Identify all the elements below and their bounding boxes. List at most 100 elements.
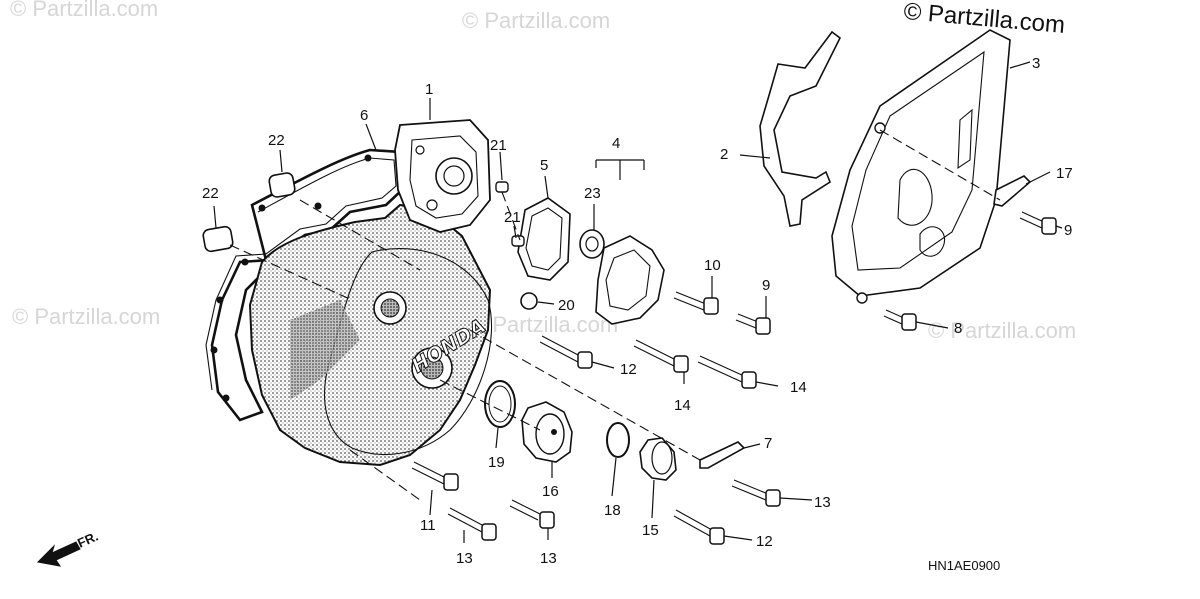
- callout-21-mid: 21: [504, 209, 521, 226]
- callout-2: 2: [720, 146, 728, 163]
- callout-21-top: 21: [490, 137, 507, 154]
- watermark: © Partzilla.com: [10, 0, 159, 21]
- callout-23: 23: [584, 185, 601, 202]
- cover-bracket-bolt: [415, 145, 425, 155]
- bolt-14-head: [741, 371, 757, 389]
- cover-port-upper-inner: [380, 298, 400, 318]
- watermark: © Partzilla.com: [12, 304, 161, 329]
- bolt-14: [633, 339, 677, 367]
- bolt-12: [539, 335, 581, 363]
- o-ring-19: [484, 380, 516, 428]
- bolt-8-head: [901, 313, 917, 331]
- dowel-pin-22: [202, 225, 234, 253]
- bolt-8: [883, 309, 905, 325]
- callout-15: 15: [642, 522, 659, 539]
- callout-14-left: 14: [674, 397, 691, 414]
- bolt-13: [731, 479, 769, 501]
- bolt-9-head: [1041, 217, 1057, 235]
- bolt-13: [509, 499, 541, 521]
- cover-bracket-hole: [435, 157, 473, 195]
- callout-13-left: 13: [456, 550, 473, 567]
- callout-1: 1: [425, 81, 433, 98]
- assembly-line: [299, 199, 421, 271]
- bolt-11: [411, 461, 447, 485]
- bolt-12-head: [709, 527, 725, 545]
- plug-15-face: [651, 441, 673, 475]
- bolt-14: [697, 355, 745, 383]
- sprocket-cover-mount: [874, 122, 886, 134]
- callout-9-top: 9: [1064, 222, 1072, 239]
- callout-6: 6: [360, 107, 368, 124]
- sprocket-cover-cutout: [919, 226, 946, 257]
- o-ring-19-inner: [488, 385, 512, 423]
- front-arrow: FR.: [36, 529, 100, 567]
- cap-16-center: [551, 429, 557, 435]
- callout-12-lower: 12: [756, 533, 773, 550]
- cover-bracket-hole-inner: [443, 165, 465, 187]
- bolt-9: [735, 313, 759, 329]
- callout-3: 3: [1032, 55, 1040, 72]
- cover-bracket-1-detail: [409, 135, 479, 219]
- callout-12-upper: 12: [620, 361, 637, 378]
- bolt-10-head: [703, 297, 719, 315]
- callout-22-top: 22: [268, 132, 285, 149]
- callout-18: 18: [604, 502, 621, 519]
- callout-22-left: 22: [202, 185, 219, 202]
- watermark: © Partzilla.com: [462, 8, 611, 33]
- bolt-11-head: [443, 473, 459, 491]
- bolt-14-head: [673, 355, 689, 373]
- callout-numbers: 1 2 3 4 5 6 7 8 9 9 10 11 12 12 13 13 13…: [202, 55, 1073, 567]
- callout-10: 10: [704, 257, 721, 274]
- watermark: © Partzilla.com: [470, 312, 619, 337]
- callout-13-right: 13: [814, 494, 831, 511]
- watermark: © Partzilla.com: [928, 318, 1077, 343]
- bolt-13-head: [539, 511, 555, 529]
- callout-8: 8: [954, 320, 962, 337]
- assembly-line: [879, 129, 1001, 201]
- dowel-21: [495, 181, 509, 193]
- clamp-7: [699, 441, 746, 469]
- bolt-10: [673, 297, 705, 311]
- pump-cover-4: [595, 235, 665, 325]
- callout-14-right: 14: [790, 379, 807, 396]
- assembly-line: [439, 379, 541, 431]
- callout-19: 19: [488, 454, 505, 471]
- sprocket-cover-cutout: [957, 108, 973, 170]
- bolt-10: [675, 291, 707, 305]
- callout-16: 16: [542, 483, 559, 500]
- gasket-6-holes: [210, 154, 372, 402]
- bolt-13-head: [481, 523, 497, 541]
- cover-port-lower-inner: [420, 356, 444, 380]
- guide-2: [759, 30, 842, 227]
- front-label: FR.: [75, 529, 100, 551]
- callout-5: 5: [540, 157, 548, 174]
- nut-20: [520, 292, 538, 310]
- assembly-line: [229, 244, 353, 301]
- dowel-21: [511, 235, 525, 247]
- cover-shading: [290, 300, 360, 400]
- bolt-13: [447, 507, 485, 533]
- assembly-line: [469, 329, 701, 461]
- cover-bracket-bolt: [426, 199, 438, 211]
- assembly-line: [501, 191, 521, 241]
- sprocket-cover-3-detail: [851, 50, 985, 271]
- leader-lines: [213, 61, 1063, 543]
- sprocket-cover-3: [831, 29, 1011, 297]
- oil-seal-23-inner: [585, 236, 599, 252]
- callout-7: 7: [764, 435, 772, 452]
- callout-4: 4: [612, 135, 620, 152]
- plate-17: [993, 175, 1032, 207]
- callout-13-mid: 13: [540, 550, 557, 567]
- bolt-13-head: [765, 489, 781, 507]
- callout-20: 20: [558, 297, 575, 314]
- oil-seal-23: [579, 229, 605, 259]
- o-ring-18: [606, 422, 630, 458]
- bolt-12-head: [577, 351, 593, 369]
- pump-cover-4-detail: [605, 249, 651, 311]
- callout-9-mid: 9: [762, 277, 770, 294]
- callout-11: 11: [420, 517, 436, 534]
- bolt-9: [1019, 211, 1045, 229]
- sprocket-cover-cutout: [897, 168, 933, 226]
- cap-16-face: [535, 413, 565, 455]
